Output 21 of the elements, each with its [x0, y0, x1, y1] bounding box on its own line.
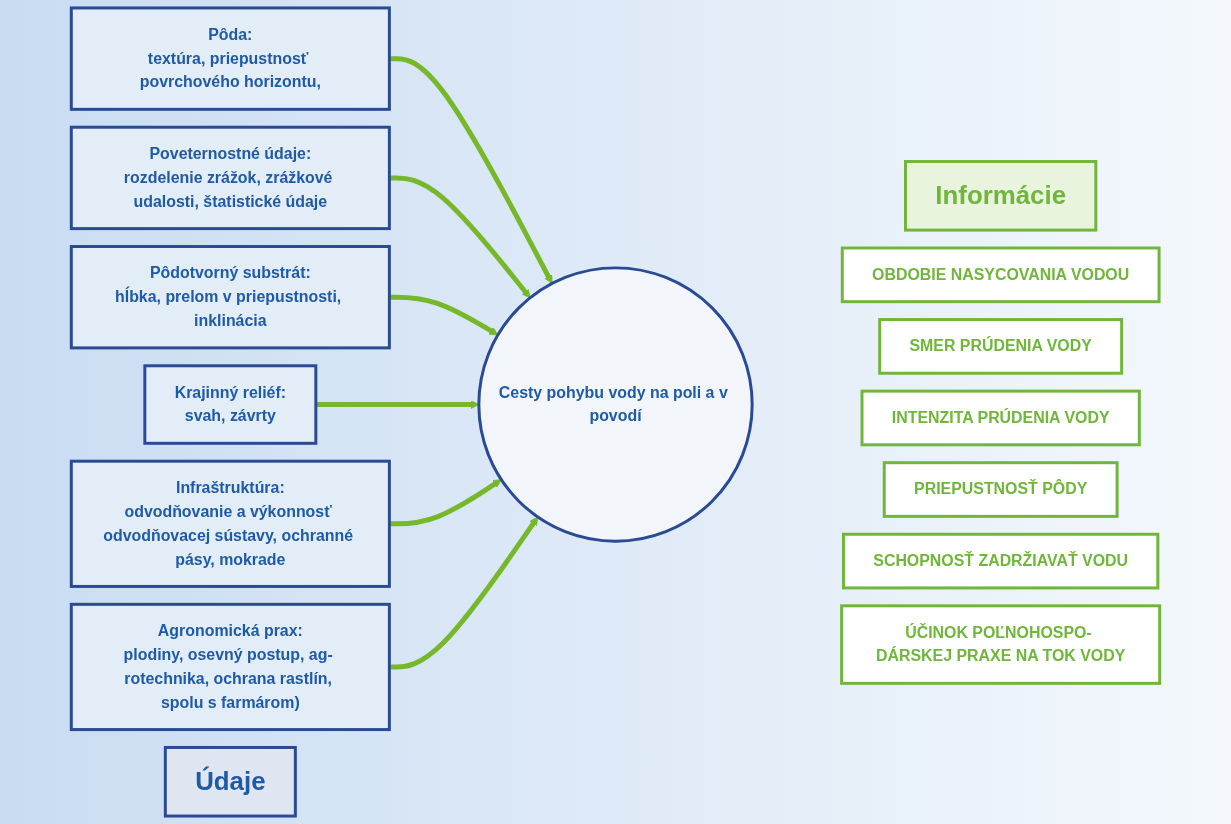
arrow [389, 294, 499, 336]
node-box: OBDOBIE NASYCOVANIA VODOU [840, 246, 1161, 304]
arrow [389, 175, 531, 299]
node-box: Pôdotvorný substrát: hĺbka, prelom v priepustnosti, inklinácia [69, 245, 391, 350]
arrow [389, 516, 539, 670]
node-box: Poveternostné údaje: rozdelenie zrážok, zrážkové udalosti, štatistické údaje [69, 125, 391, 231]
node-box: Údaje [163, 745, 297, 818]
arrow [389, 56, 553, 284]
node-box: INTENZITA PRÚDENIA VODY [860, 389, 1141, 447]
node-box: PRIEPUSTNOSŤ PÔDY [882, 461, 1119, 518]
node-box: ÚČINOK POĽNOHOSPO- DÁRSKEJ PRAXE NA TOK VODY [840, 604, 1162, 685]
node-box: SMER PRÚDENIA VODY [878, 318, 1124, 375]
arrow [315, 400, 480, 409]
arrow [389, 479, 502, 527]
node-box: Infraštruktúra: odvodňovanie a výkonnosť odvodňovacej sústavy, ochranné pásy, mokrade [69, 459, 391, 588]
node-box: Pôda: textúra, priepustnosť povrchového horizontu, [69, 6, 391, 111]
node-box: Informácie [904, 160, 1098, 232]
node-box: Agronomická prax: plodiny, osevný postup, ag- rotechnika, ochrana rastlín, spolu s farmárom) [69, 602, 391, 732]
node-circle: Cesty pohybu vody na poli a v povodí [477, 266, 754, 543]
node-box: Krajinný reliéf: svah, závrty [143, 364, 318, 445]
node-box: SCHOPNOSŤ ZADRŽIAVAŤ VODU [842, 532, 1160, 590]
